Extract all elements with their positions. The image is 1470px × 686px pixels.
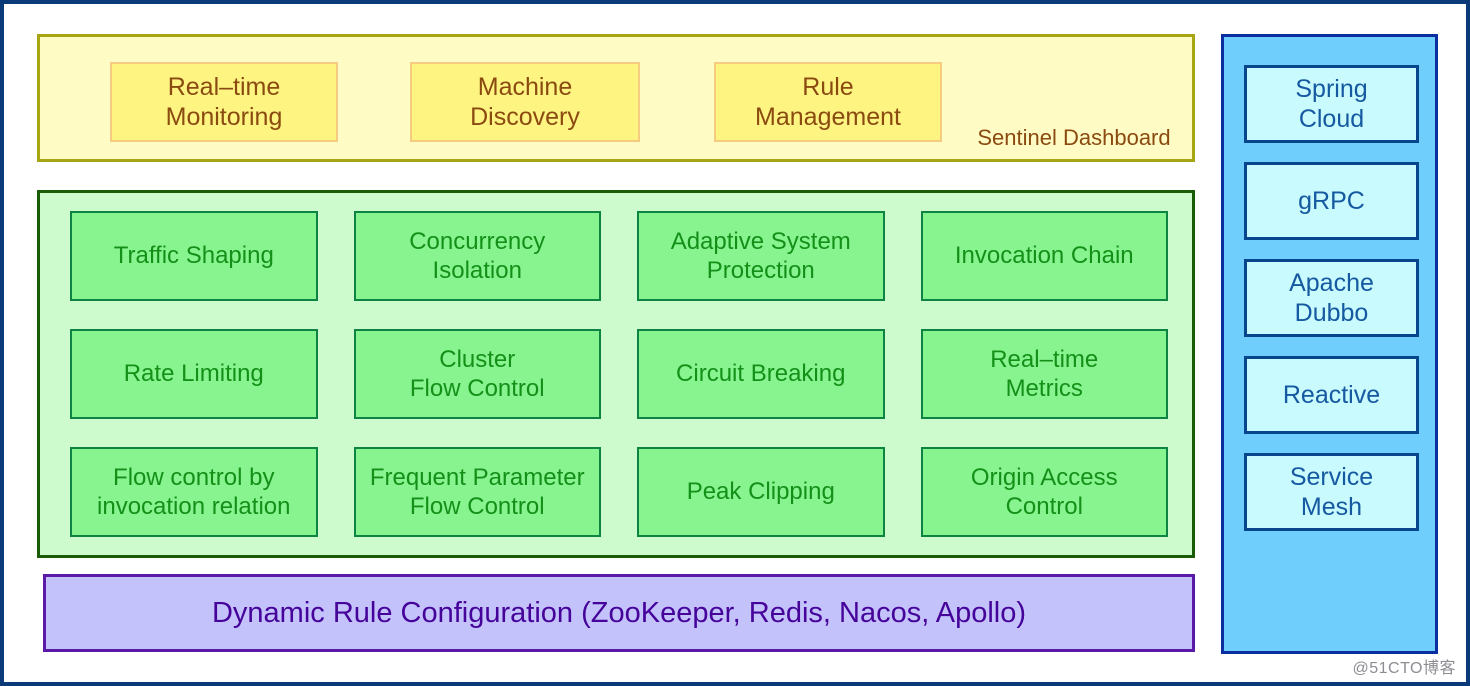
adapter-card-grpc[interactable]: gRPC: [1244, 162, 1419, 240]
dynamic-rule-configuration-panel: Dynamic Rule Configuration (ZooKeeper, R…: [43, 574, 1195, 652]
feature-card-traffic-shaping[interactable]: Traffic Shaping: [70, 211, 318, 301]
feature-card-invocation-chain[interactable]: Invocation Chain: [920, 211, 1168, 301]
adapter-card-reactive[interactable]: Reactive: [1244, 356, 1419, 434]
dynamic-rule-configuration-label: Dynamic Rule Configuration (ZooKeeper, R…: [211, 596, 1026, 629]
feature-card-circuit-breaking[interactable]: Circuit Breaking: [637, 329, 885, 419]
feature-card-peak-clipping[interactable]: Peak Clipping: [637, 447, 885, 537]
watermark: @51CTO博客: [1352, 660, 1456, 677]
sentinel-dashboard-label: Sentinel Dashboard: [977, 125, 1171, 150]
feature-card-rate-limiting[interactable]: Rate Limiting: [70, 329, 318, 419]
